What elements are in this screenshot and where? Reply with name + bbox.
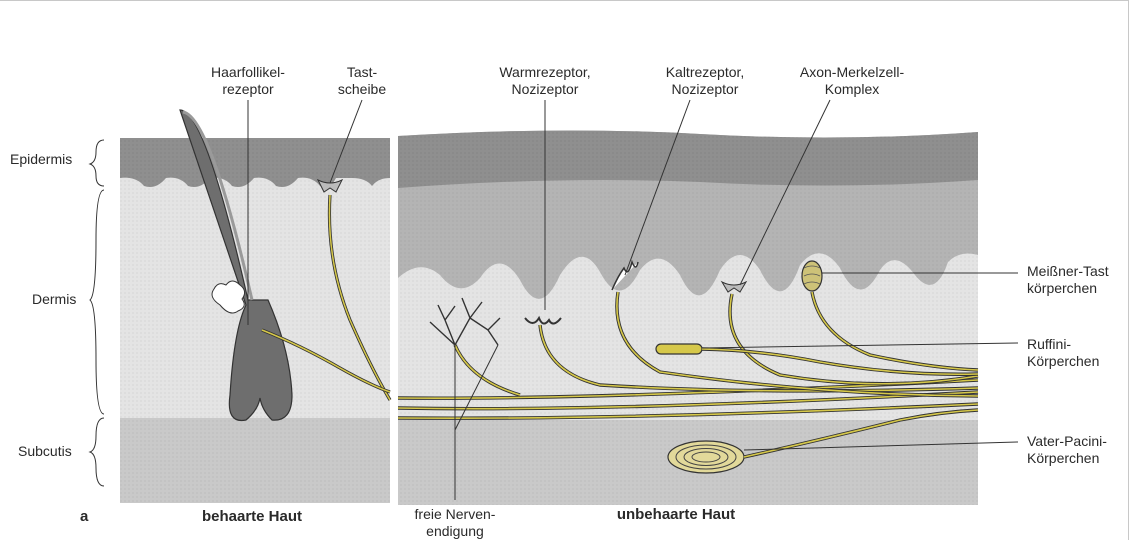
label-glabrous-skin: unbehaarte Haut: [617, 506, 735, 523]
panel-letter: a: [80, 508, 88, 525]
pacini-corpuscle: [668, 441, 744, 473]
ruffini-corpuscle: [656, 344, 702, 354]
label-pacini-corpuscle: Vater-Pacini-Körperchen: [1027, 433, 1107, 467]
label-hair-follicle-receptor: Haarfollikel-rezeptor: [211, 64, 285, 98]
label-merkel-complex: Axon-Merkelzell-Komplex: [800, 64, 904, 98]
label-epidermis: Epidermis: [10, 151, 72, 168]
label-hairy-skin: behaarte Haut: [202, 508, 302, 525]
label-cold-receptor: Kaltrezeptor,Nozizeptor: [666, 64, 745, 98]
label-ruffini-corpuscle: Ruffini-Körperchen: [1027, 336, 1099, 370]
meissner-corpuscle: [802, 261, 822, 291]
label-dermis: Dermis: [32, 291, 76, 308]
glabrous-skin-block: [398, 130, 978, 505]
label-warm-receptor: Warmrezeptor,Nozizeptor: [499, 64, 590, 98]
layer-braces: [90, 140, 104, 486]
hairy-skin-block: [120, 110, 390, 503]
label-free-nerve-ending: freie Nerven-endigung: [415, 506, 496, 540]
label-touch-disc: Tast-scheibe: [338, 64, 386, 98]
label-subcutis: Subcutis: [18, 443, 72, 460]
